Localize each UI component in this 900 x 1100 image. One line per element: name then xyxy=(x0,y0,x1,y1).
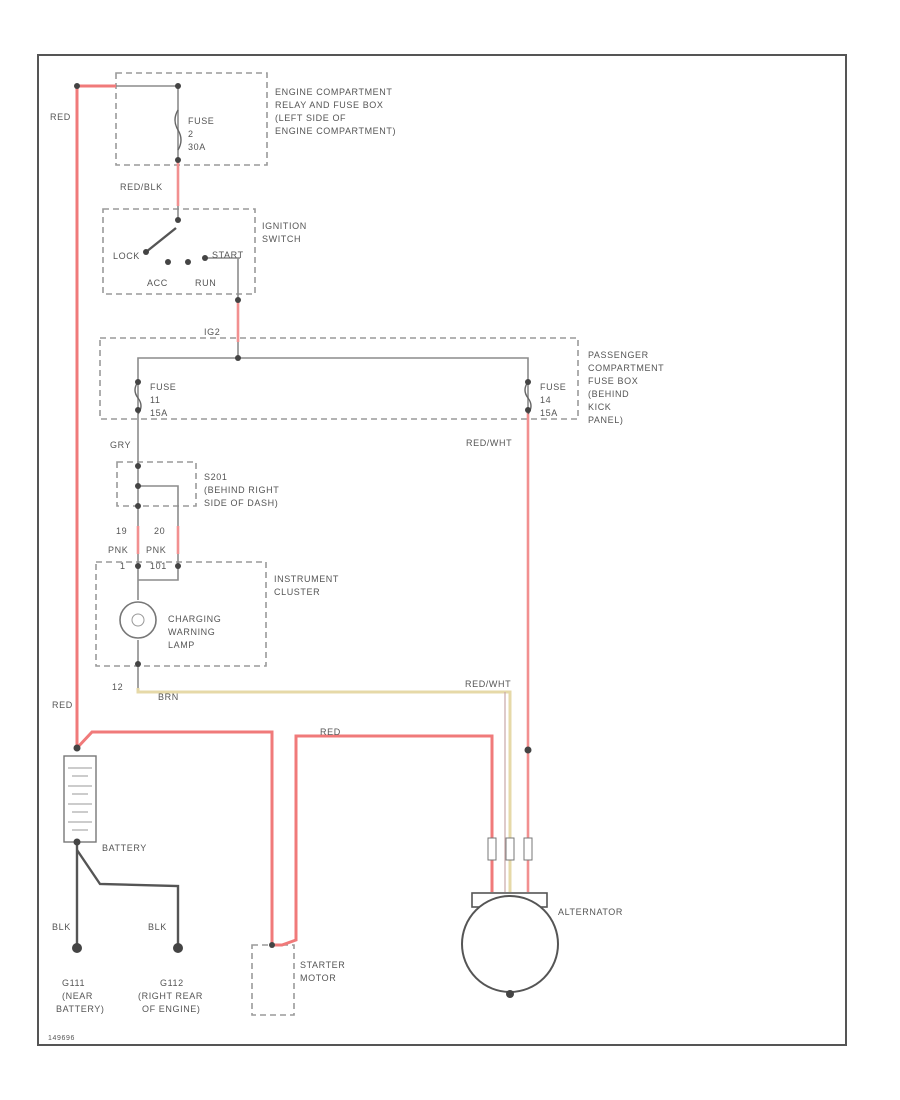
ign-pos-lock: LOCK xyxy=(113,251,140,261)
lamp-label-2: WARNING xyxy=(168,627,215,637)
charging-lamp-icon xyxy=(119,601,157,639)
ignition-switch-outline xyxy=(102,208,256,295)
ground-2-label-3: OF ENGINE) xyxy=(142,1004,201,1014)
passenger-box-label-4: (BEHIND xyxy=(588,389,629,399)
splice-label-2: (BEHIND RIGHT xyxy=(204,485,279,495)
passenger-box-label-2: COMPARTMENT xyxy=(588,363,664,373)
wire-red-wht-label-2: RED/WHT xyxy=(465,679,511,689)
battery-label: BATTERY xyxy=(102,843,147,853)
battery-body xyxy=(63,755,97,843)
wire-red-battery-alternator xyxy=(272,734,494,947)
pin-20-label: 20 xyxy=(154,526,165,536)
ignition-switch-arm xyxy=(145,227,177,253)
passenger-box-label-6: PANEL) xyxy=(588,415,623,425)
engine-fuse-box-outline xyxy=(115,72,268,166)
engine-box-label-3: (LEFT SIDE OF xyxy=(275,113,346,123)
wire-red-left-label: RED xyxy=(52,700,73,710)
pin-19-label: 19 xyxy=(116,526,127,536)
junction-dots xyxy=(72,83,532,953)
wire-pnk-1-label: PNK xyxy=(108,545,128,555)
figure-id-label: 149696 xyxy=(48,1035,75,1042)
starter-motor-outline xyxy=(251,944,295,1016)
alternator-connectors xyxy=(487,837,533,861)
passenger-box-label-1: PASSENGER xyxy=(588,350,649,360)
battery-cells xyxy=(68,767,92,831)
fuse2-label-2: 2 xyxy=(188,129,194,139)
wire-gray-splice-branch xyxy=(138,485,179,530)
ign-pos-start: START xyxy=(212,250,244,260)
fuse14-label-2: 14 xyxy=(540,395,551,405)
fuse11-label-1: FUSE xyxy=(150,382,176,392)
engine-box-label-1: ENGINE COMPARTMENT xyxy=(275,87,392,97)
passenger-box-label-3: FUSE BOX xyxy=(588,376,638,386)
fuse11-label-3: 15A xyxy=(150,408,168,418)
fuse2-label-1: FUSE xyxy=(188,116,214,126)
wire-gry-label: GRY xyxy=(110,440,131,450)
wire-ig2-label: IG2 xyxy=(204,327,220,337)
engine-box-label-4: ENGINE COMPARTMENT) xyxy=(275,126,396,136)
lamp-label-3: LAMP xyxy=(168,640,195,650)
ground-1-label-2: (NEAR xyxy=(62,991,93,1001)
fuse14-label-3: 15A xyxy=(540,408,558,418)
splice-label-1: S201 xyxy=(204,472,227,482)
cluster-label-2: CLUSTER xyxy=(274,587,320,597)
ground-1-label-3: BATTERY) xyxy=(56,1004,104,1014)
pin-101-label: 101 xyxy=(150,561,167,571)
fuse2-icon xyxy=(174,109,182,151)
passenger-fuse-box-outline xyxy=(99,337,579,420)
wire-blk-1-label: BLK xyxy=(52,922,71,932)
starter-label-1: STARTER xyxy=(300,960,345,970)
pin-12-label: 12 xyxy=(112,682,123,692)
wire-pnk-2-label: PNK xyxy=(146,545,166,555)
alternator-body xyxy=(461,895,559,993)
ground-1-label-1: G111 xyxy=(62,978,85,988)
engine-box-label-2: RELAY AND FUSE BOX xyxy=(275,100,384,110)
diagram-frame xyxy=(37,54,847,1046)
splice-s201-outline xyxy=(116,461,197,507)
ground-2-label-2: (RIGHT REAR xyxy=(138,991,203,1001)
wire-red-blk-label: RED/BLK xyxy=(120,182,163,192)
passenger-box-label-5: KICK xyxy=(588,402,611,412)
instrument-cluster-outline xyxy=(95,561,267,667)
pin-1-label: 1 xyxy=(120,561,126,571)
charging-lamp-filament xyxy=(131,613,145,627)
wire-brn xyxy=(136,688,512,892)
fuse2-label-3: 30A xyxy=(188,142,206,152)
ground-2-label-1: G112 xyxy=(160,978,184,988)
starter-label-2: MOTOR xyxy=(300,973,336,983)
ign-pos-run: RUN xyxy=(195,278,216,288)
alternator-ground-dot xyxy=(506,990,514,998)
wire-red-top-label: RED xyxy=(50,112,71,122)
wire-gray-cluster-in xyxy=(137,554,179,600)
wire-blk-2-label: BLK xyxy=(148,922,167,932)
fuse14-label-1: FUSE xyxy=(540,382,566,392)
wire-brn-label: BRN xyxy=(158,692,179,702)
wire-red-wht-label-1: RED/WHT xyxy=(466,438,512,448)
ignition-label-2: SWITCH xyxy=(262,234,301,244)
wire-gray-fuse-bus xyxy=(137,357,529,378)
ignition-label-1: IGNITION xyxy=(262,221,307,231)
fuse11-label-2: 11 xyxy=(150,395,161,405)
wire-blk-ground-2 xyxy=(76,849,180,948)
splice-label-3: SIDE OF DASH) xyxy=(204,498,278,508)
lamp-label-1: CHARGING xyxy=(168,614,221,624)
alternator-label: ALTERNATOR xyxy=(558,907,623,917)
cluster-label-1: INSTRUMENT xyxy=(274,574,339,584)
wire-red-mid-label: RED xyxy=(320,727,341,737)
wire-red-battery-starter xyxy=(75,730,274,945)
ign-pos-acc: ACC xyxy=(147,278,168,288)
